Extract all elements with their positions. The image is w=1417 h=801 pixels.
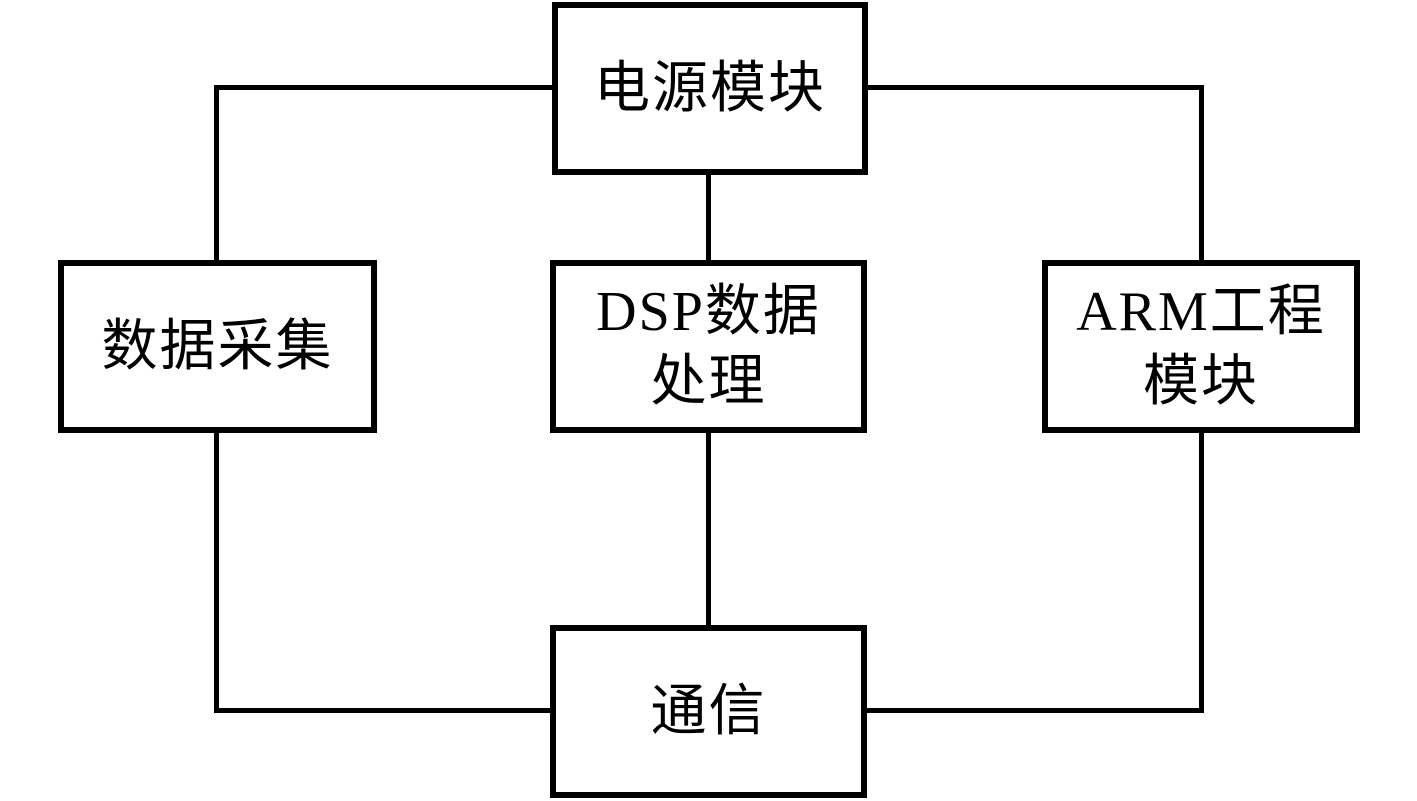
node-arm-engineering-module-label-line1: ARM工程	[1076, 280, 1326, 343]
node-power-module-label: 电源模块	[594, 57, 826, 120]
edge-power-to-arm-vertical	[1199, 85, 1204, 262]
edge-power-to-dataacq-vertical	[214, 85, 219, 262]
node-dsp-data-processing: DSP数据 处理	[550, 260, 867, 433]
node-arm-engineering-module: ARM工程 模块	[1042, 260, 1360, 433]
node-dsp-data-processing-label-line1: DSP数据	[596, 280, 821, 343]
node-arm-engineering-module-label-line2: 模块	[1143, 350, 1259, 413]
edge-arm-to-comm-vertical	[1199, 431, 1204, 713]
node-data-acquisition-label: 数据采集	[101, 315, 334, 378]
edge-power-to-dataacq-horizontal	[214, 85, 554, 90]
edge-power-to-arm-horizontal	[866, 85, 1204, 90]
node-data-acquisition: 数据采集	[58, 260, 377, 433]
edge-power-to-dsp-vertical	[706, 173, 711, 263]
edge-dsp-to-comm-vertical	[706, 431, 711, 628]
edge-arm-to-comm-horizontal	[865, 708, 1204, 713]
node-power-module: 电源模块	[552, 2, 868, 175]
node-communication: 通信	[550, 625, 867, 798]
node-communication-label: 通信	[650, 680, 767, 743]
node-dsp-data-processing-label-line2: 处理	[650, 350, 767, 413]
edge-dataacq-to-comm-vertical	[214, 431, 219, 713]
edge-dataacq-to-comm-horizontal	[214, 708, 554, 713]
